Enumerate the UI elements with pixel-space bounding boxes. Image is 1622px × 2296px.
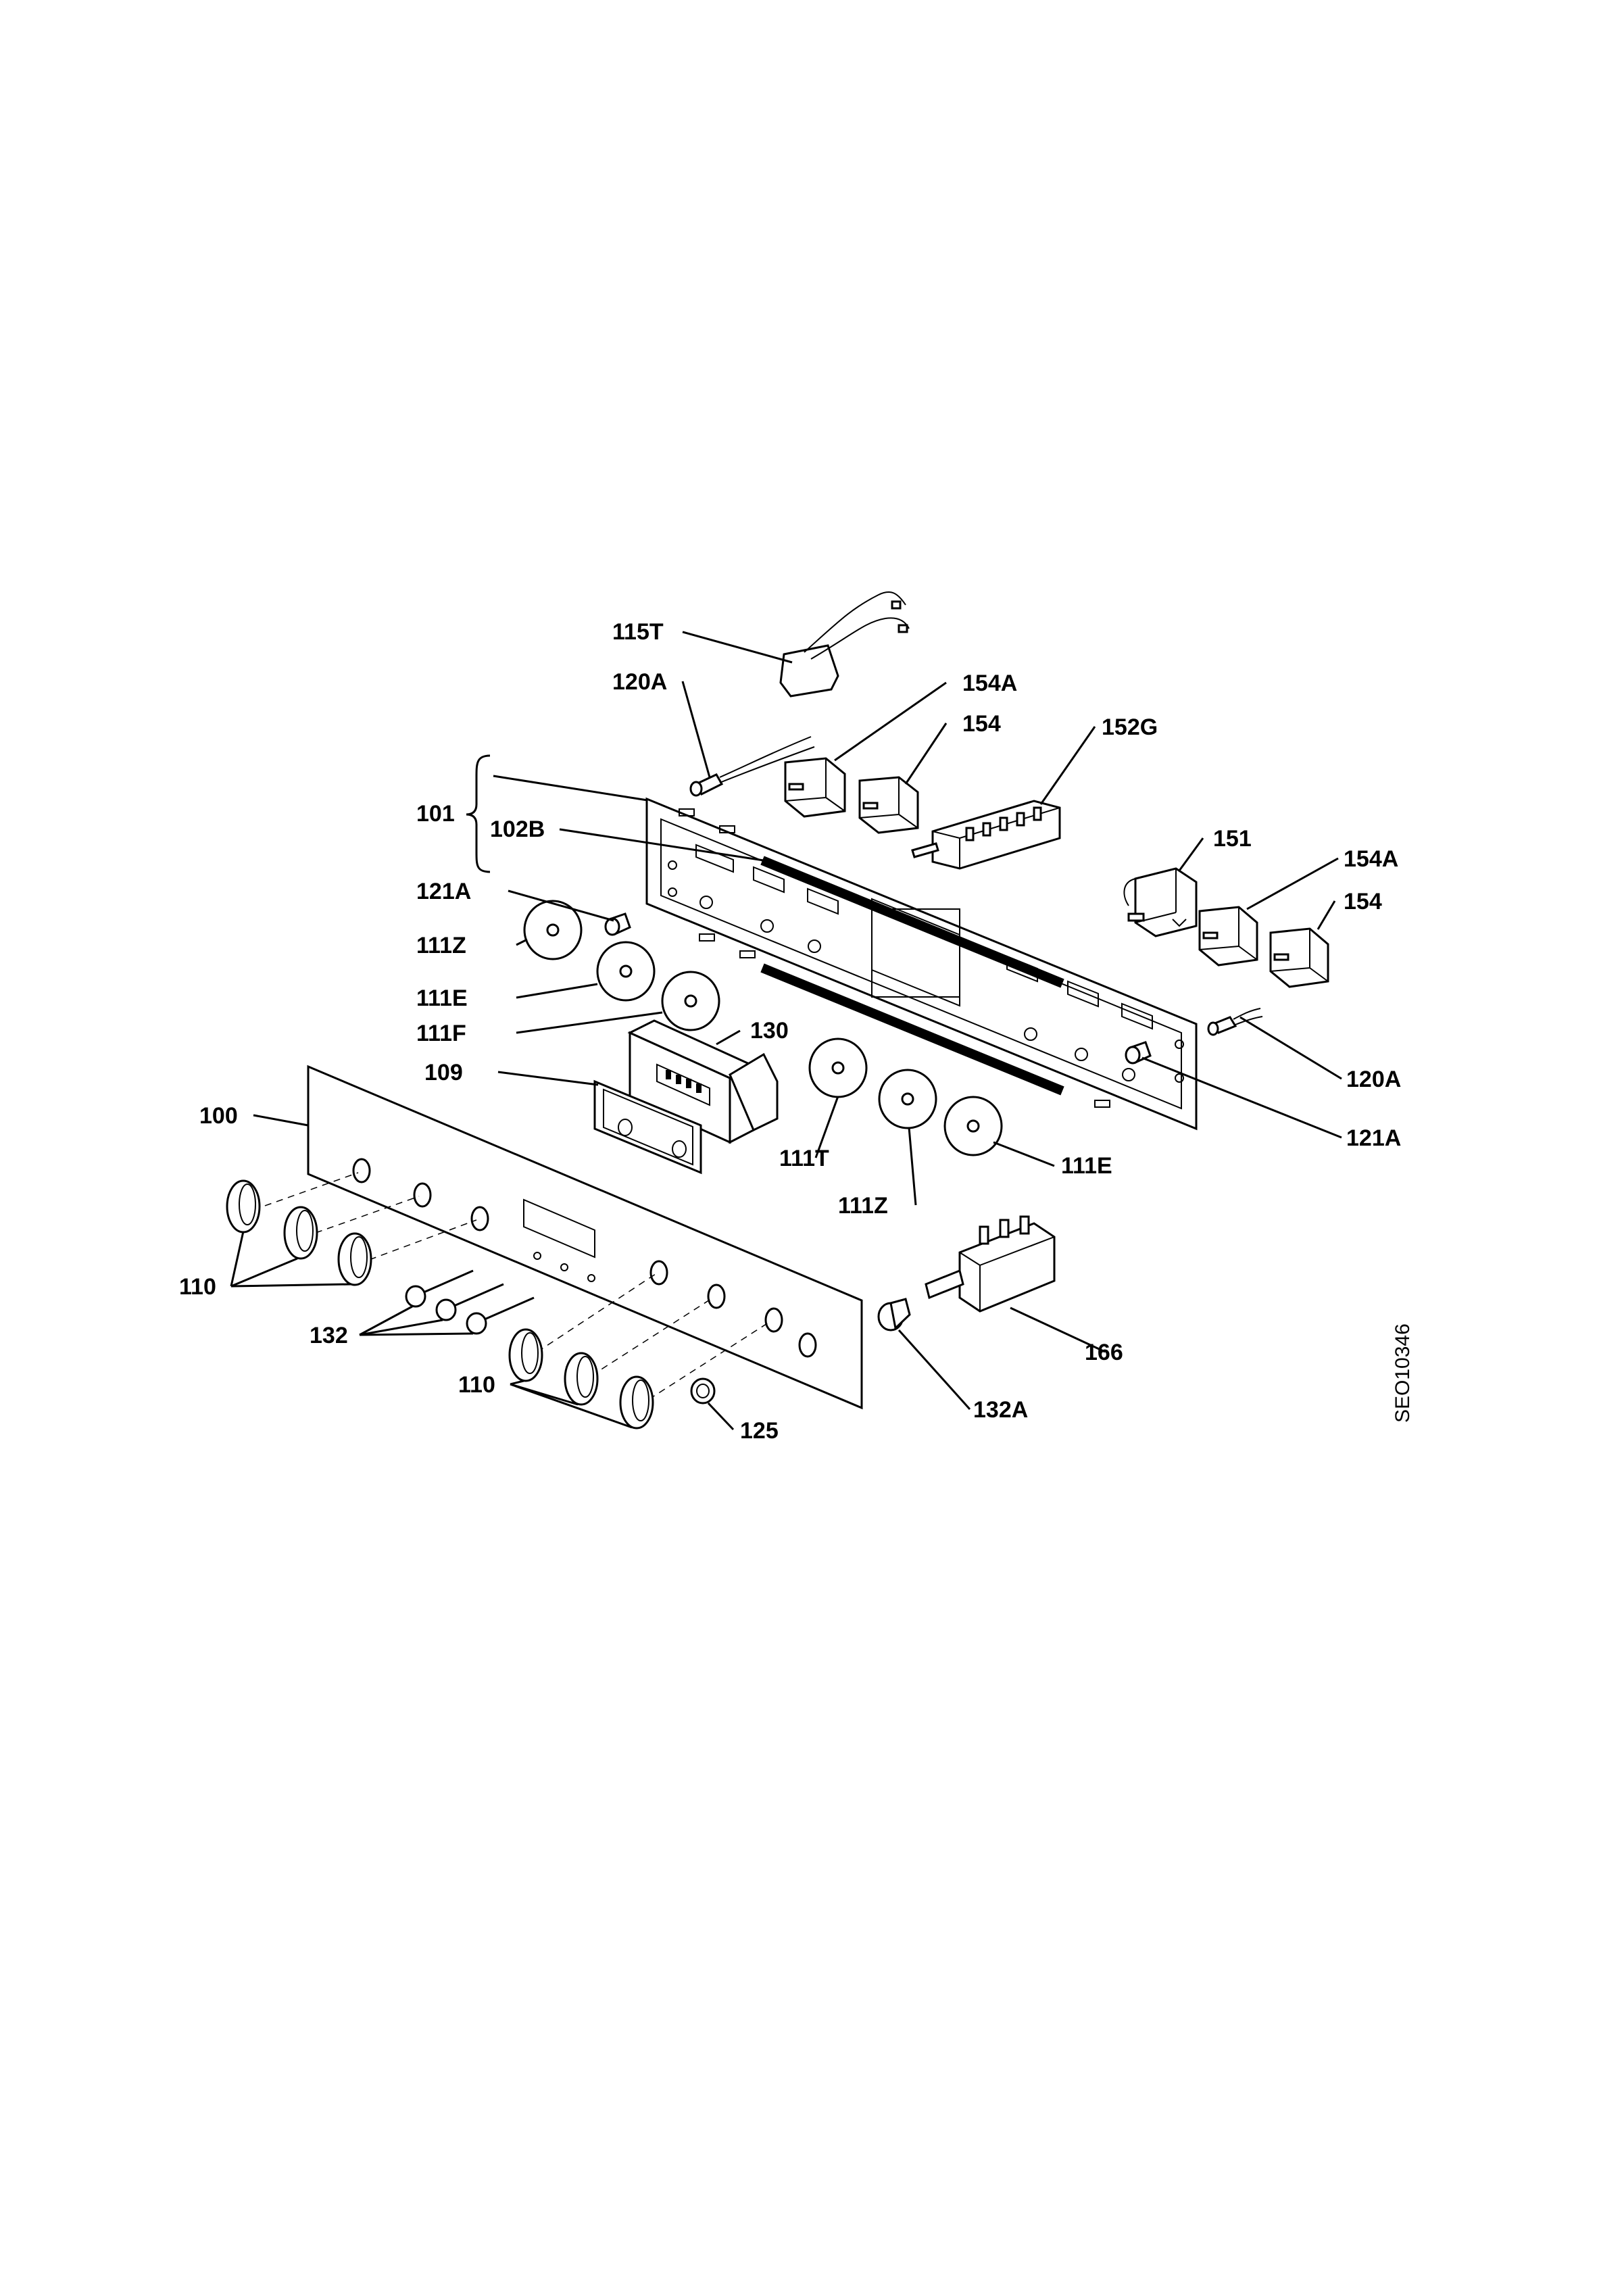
- thermostat-154A-top: [784, 757, 846, 818]
- label-130: 130: [750, 1018, 789, 1044]
- switch-115T: [779, 591, 910, 698]
- control-panel-frame: [645, 797, 1198, 1131]
- ring-125: [690, 1377, 716, 1405]
- gasket-109: [593, 1079, 702, 1175]
- knob-110-c: [337, 1232, 372, 1286]
- label-154-top: 154: [962, 711, 1001, 737]
- label-125: 125: [740, 1418, 779, 1444]
- brace-101: [466, 754, 491, 873]
- thermostat-154-top: [858, 776, 919, 834]
- dial-111T: [808, 1037, 868, 1098]
- leader-lines: [230, 631, 1342, 1431]
- reference-code: SEO10346: [1392, 1323, 1414, 1423]
- front-fascia-panel: [253, 1065, 863, 1410]
- label-152G: 152G: [1102, 714, 1158, 740]
- dial-111E-right: [943, 1096, 1003, 1156]
- dial-111E-left: [596, 941, 656, 1002]
- knob-110-a: [226, 1179, 261, 1234]
- thermostat-154-right: [1269, 927, 1329, 988]
- lamp-cover-121A-left: [604, 912, 631, 936]
- label-154A-right: 154A: [1344, 846, 1398, 872]
- lamp-holder-120A-top: [689, 736, 815, 797]
- knob-110-e: [564, 1352, 599, 1406]
- label-166: 166: [1085, 1340, 1123, 1365]
- push-button-132-a: [405, 1269, 474, 1308]
- push-button-132-c: [466, 1296, 535, 1335]
- lamp-holder-120A-right: [1207, 1008, 1263, 1036]
- timer-clock-130: [627, 1019, 779, 1144]
- push-button-132-b: [435, 1283, 504, 1321]
- knob-110-b: [283, 1206, 318, 1260]
- label-154-right: 154: [1344, 889, 1382, 914]
- main-switch-166: [925, 1215, 1056, 1313]
- label-111E-right: 111E: [1061, 1153, 1112, 1179]
- label-120A-right: 120A: [1346, 1067, 1401, 1092]
- label-151: 151: [1213, 826, 1252, 852]
- label-111Z-bottom: 111Z: [838, 1193, 888, 1219]
- button-cap-132A: [877, 1298, 911, 1332]
- label-100: 100: [199, 1103, 238, 1129]
- label-111Z-left: 111Z: [416, 933, 466, 958]
- label-154A-top: 154A: [962, 670, 1017, 696]
- knob-110-d: [508, 1328, 543, 1382]
- label-121A-left: 121A: [416, 879, 471, 904]
- label-115T: 115T: [612, 619, 664, 645]
- knob-110-f: [619, 1375, 654, 1430]
- label-111F: 111F: [416, 1021, 466, 1046]
- label-110-bottom: 110: [458, 1372, 495, 1398]
- selector-switch-152G: [911, 800, 1061, 870]
- label-101: 101: [416, 801, 455, 827]
- label-109: 109: [424, 1060, 463, 1085]
- label-132: 132: [310, 1323, 348, 1348]
- label-102B: 102B: [490, 816, 545, 842]
- label-110-top: 110: [179, 1274, 216, 1300]
- label-120A-top: 120A: [612, 669, 667, 695]
- thermostat-154A-right: [1198, 906, 1258, 967]
- dial-111Z-left: [523, 900, 583, 960]
- dial-111F: [661, 971, 720, 1031]
- label-121A-right: 121A: [1346, 1125, 1401, 1151]
- label-132A: 132A: [973, 1397, 1028, 1423]
- energy-regulator-151: [1123, 867, 1198, 937]
- dial-111Z-bottom: [878, 1069, 937, 1129]
- lamp-cover-121A-right: [1125, 1041, 1152, 1065]
- label-111E-left: 111E: [416, 985, 468, 1011]
- label-111T: 111T: [779, 1146, 829, 1171]
